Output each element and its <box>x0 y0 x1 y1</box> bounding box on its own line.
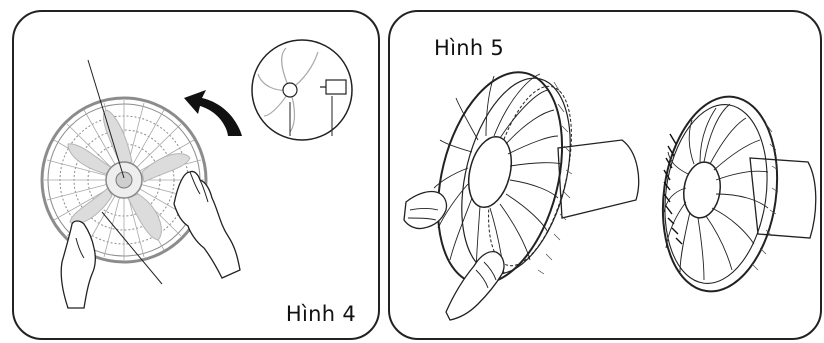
figure-4-illustration <box>14 12 380 340</box>
figure-5-panel: Hình 5 <box>388 10 822 340</box>
inset-detail <box>252 40 352 140</box>
fan-hub <box>106 162 142 198</box>
left-hand <box>61 221 95 308</box>
right-hand <box>174 171 240 278</box>
figure-5-caption: Hình 5 <box>434 36 504 60</box>
figure-4-panel: Hình 4 <box>12 10 380 340</box>
figure-4-caption: Hình 4 <box>286 302 356 326</box>
rotate-arrow-icon <box>184 90 242 136</box>
figure-5-illustration <box>390 12 822 340</box>
